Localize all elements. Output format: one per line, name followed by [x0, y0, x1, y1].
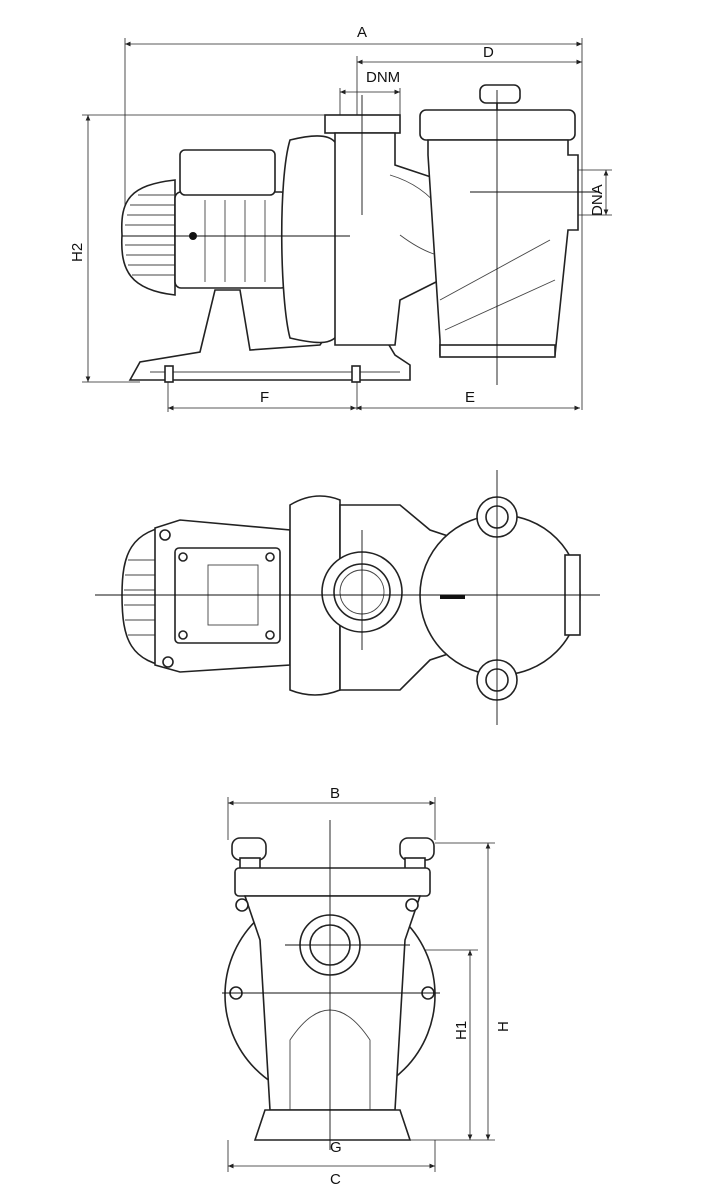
terminal-box — [179, 149, 276, 196]
label-d: D — [483, 44, 494, 61]
label-dnm: DNM — [366, 69, 400, 86]
label-g: G — [330, 1139, 342, 1156]
pump-base — [128, 289, 411, 381]
label-e: E — [465, 389, 475, 406]
label-f: F — [260, 389, 269, 406]
discharge-flange — [324, 114, 401, 134]
strainer-basket-housing — [427, 139, 579, 356]
handle-left — [231, 837, 267, 861]
motor-flange — [280, 135, 341, 344]
motor-fan-cover — [120, 179, 176, 296]
label-c: C — [330, 1171, 341, 1188]
label-b: B — [330, 785, 340, 802]
lid-handle — [479, 84, 521, 104]
strainer-lid — [419, 109, 576, 141]
terminal-box-top — [174, 547, 281, 644]
front-view: B G C H H1 — [222, 785, 512, 1188]
base-front — [253, 1109, 412, 1141]
top-view — [95, 470, 600, 725]
label-h1: H1 — [453, 1021, 470, 1040]
label-a: A — [357, 24, 367, 41]
lid-front — [234, 867, 431, 897]
label-h2: H2 — [69, 243, 86, 262]
handle-right — [399, 837, 435, 861]
side-view: A D DNM F E H2 DNA — [69, 24, 612, 412]
label-h: H — [495, 1021, 512, 1032]
motor-body — [174, 191, 288, 289]
label-dna: DNA — [589, 184, 606, 216]
